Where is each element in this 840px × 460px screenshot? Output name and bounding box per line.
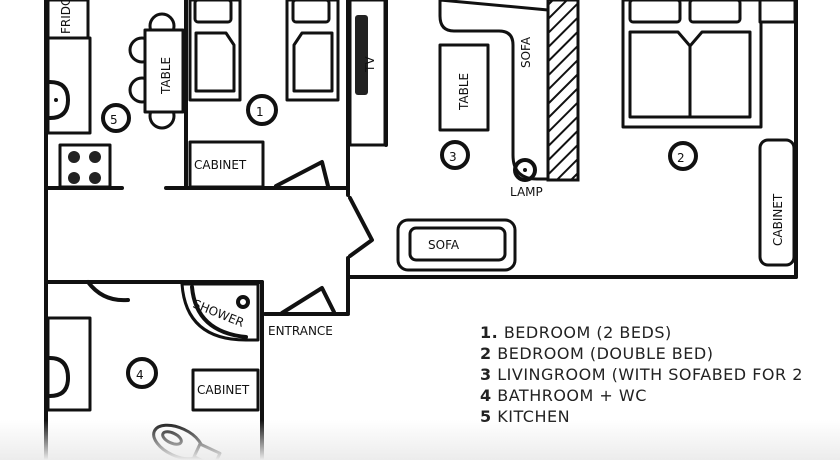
sofa-top bbox=[438, 0, 550, 181]
tv-label: TV bbox=[363, 56, 377, 73]
single-bed-1 bbox=[188, 0, 242, 102]
tv-icon bbox=[355, 15, 368, 95]
kitchen-table-label: TABLE bbox=[159, 57, 173, 95]
door-bathroom-icon bbox=[86, 280, 130, 303]
room-number-4: 4 bbox=[136, 368, 144, 382]
sink-icon bbox=[48, 80, 70, 120]
legend-number: 1. bbox=[480, 323, 499, 342]
living-table bbox=[438, 43, 490, 132]
legend-item: 1. BEDROOM (2 BEDS) bbox=[480, 322, 803, 343]
legend-text: LIVINGROOM (WITH SOFABED FOR 2 bbox=[497, 365, 803, 384]
room-number-4-circle bbox=[126, 357, 158, 389]
shower-drain-icon bbox=[236, 295, 250, 309]
cabinet-bedroom1-label: CABINET bbox=[194, 158, 247, 172]
sofa-top-label: SOFA bbox=[519, 36, 533, 68]
legend-number: 4 bbox=[480, 386, 492, 405]
wardrobe-top bbox=[758, 0, 797, 24]
lamp-icon bbox=[513, 158, 537, 182]
room-number-1: 1 bbox=[256, 105, 264, 119]
bathroom-sink-icon bbox=[48, 356, 70, 398]
room-number-3-circle bbox=[440, 140, 470, 170]
room-number-5-circle bbox=[101, 103, 131, 133]
cabinet-bedroom2-label: CABINET bbox=[771, 193, 785, 246]
legend-number: 5 bbox=[480, 407, 492, 426]
kitchen-counter bbox=[46, 36, 92, 135]
sofa-seat bbox=[408, 226, 507, 262]
cabinet-bedroom2 bbox=[758, 138, 796, 267]
room-number-2-circle bbox=[668, 141, 698, 171]
legend-item: 3 LIVINGROOM (WITH SOFABED FOR 2 bbox=[480, 364, 803, 385]
room-legend: 1. BEDROOM (2 BEDS) 2 BEDROOM (DOUBLE BE… bbox=[480, 322, 803, 427]
fridge bbox=[46, 0, 90, 40]
legend-number: 2 bbox=[480, 344, 492, 363]
stove-icon bbox=[58, 143, 112, 189]
room-number-2: 2 bbox=[677, 151, 685, 165]
lamp-center bbox=[523, 168, 527, 172]
cabinet-bathroom-label: CABINET bbox=[197, 383, 250, 397]
door-living-icon bbox=[348, 196, 374, 258]
fridge-label: FRIDGE bbox=[59, 0, 73, 34]
living-table-label: TABLE bbox=[457, 73, 471, 111]
entrance-label: ENTRANCE bbox=[268, 324, 333, 338]
toilet-icon bbox=[152, 423, 222, 460]
hatched-partition bbox=[546, 0, 580, 182]
legend-item: 2 BEDROOM (DOUBLE BED) bbox=[480, 343, 803, 364]
entrance-door-icon bbox=[280, 286, 336, 315]
legend-text: BATHROOM + WC bbox=[497, 386, 647, 405]
sink-drain-icon bbox=[54, 98, 58, 102]
lamp-label: LAMP bbox=[510, 185, 543, 199]
room-number-5: 5 bbox=[110, 113, 118, 127]
legend-number: 3 bbox=[480, 365, 492, 384]
legend-text: BEDROOM (DOUBLE BED) bbox=[497, 344, 714, 363]
legend-text: BEDROOM (2 BEDS) bbox=[503, 323, 672, 342]
room-number-3: 3 bbox=[449, 150, 457, 164]
legend-item: 5 KITCHEN bbox=[480, 406, 803, 427]
legend-item: 4 BATHROOM + WC bbox=[480, 385, 803, 406]
legend-text: KITCHEN bbox=[497, 407, 571, 426]
single-bed-2 bbox=[285, 0, 340, 102]
kitchen-table bbox=[128, 12, 185, 130]
shower-curve bbox=[190, 285, 248, 339]
cabinet-bedroom1 bbox=[188, 140, 265, 189]
sofa-bottom-label: SOFA bbox=[428, 238, 460, 252]
cabinet-bathroom bbox=[191, 368, 260, 412]
double-bed bbox=[621, 0, 763, 129]
door-bedroom1-icon bbox=[274, 160, 330, 188]
room-number-1-circle bbox=[246, 94, 278, 126]
